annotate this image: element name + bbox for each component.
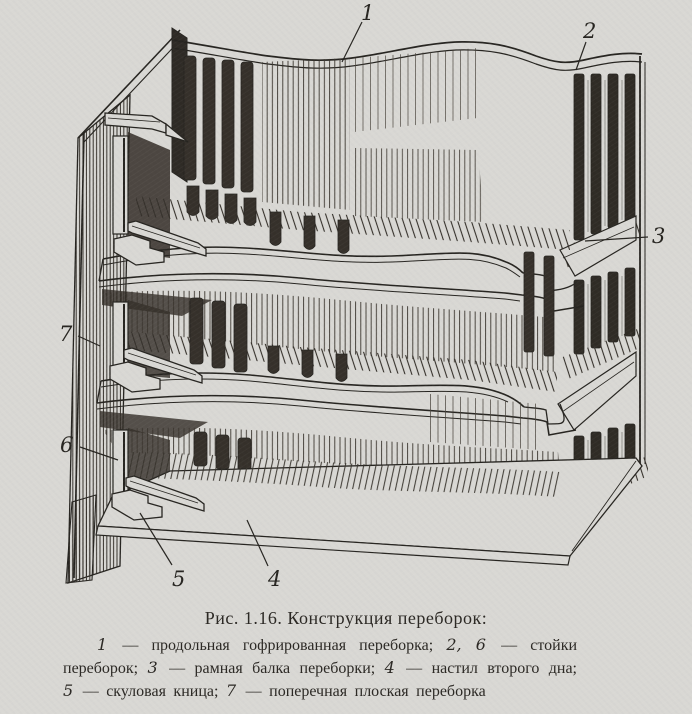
frame-beam-end-wedges: [557, 215, 637, 431]
legend-item-1: 1 — продольная гофрированная переборка;: [97, 635, 434, 654]
top-shelf-beam-end: [104, 112, 189, 143]
callout-6: 6: [60, 433, 73, 457]
callout-2: 2: [582, 19, 596, 43]
corrugated-bulkhead-top: [171, 39, 643, 222]
bilge-brackets: [109, 220, 207, 521]
figure-legend: 1 — продольная гофрированная переборка; …: [63, 634, 577, 703]
legend-item-4: 4 — настил второго дна;: [384, 658, 577, 677]
callout-7: 7: [59, 322, 73, 346]
bracket-3: [111, 475, 205, 521]
bottom-shadow-hatch: [116, 452, 560, 497]
bracket-1: [113, 220, 207, 266]
transverse-bulkhead-foot: [65, 494, 97, 584]
callout-3: 3: [652, 224, 665, 248]
figure-caption: Рис. 1.16. Конструкция переборок:: [204, 608, 488, 628]
legend-item-5: 5 — скуловая кница;: [63, 681, 219, 700]
callout-1: 1: [361, 1, 374, 25]
stiffener-column-right: [560, 56, 648, 508]
corrugation-troughs-left: [183, 55, 257, 226]
callout-5: 5: [172, 567, 185, 591]
beam1-web-hatch: [136, 196, 570, 250]
bulkhead-stanchions: [112, 135, 129, 499]
callout-4: 4: [267, 567, 281, 591]
bracket-2: [109, 347, 203, 393]
legend-item-2: 2, 6 — стойки переборок;: [63, 635, 578, 677]
legend-item-6: 7 — поперечная плоская переборка: [225, 681, 486, 700]
callout-numbers: 1 2 3 4 5 6 7: [59, 1, 665, 591]
legend-item-3: 3 — рамная балка переборки;: [147, 658, 376, 677]
bulkhead-construction-drawing: 1 2 3 4 5 6 7: [59, 1, 665, 591]
callout-leaders: [77, 21, 649, 567]
corner-flange: [171, 27, 188, 183]
